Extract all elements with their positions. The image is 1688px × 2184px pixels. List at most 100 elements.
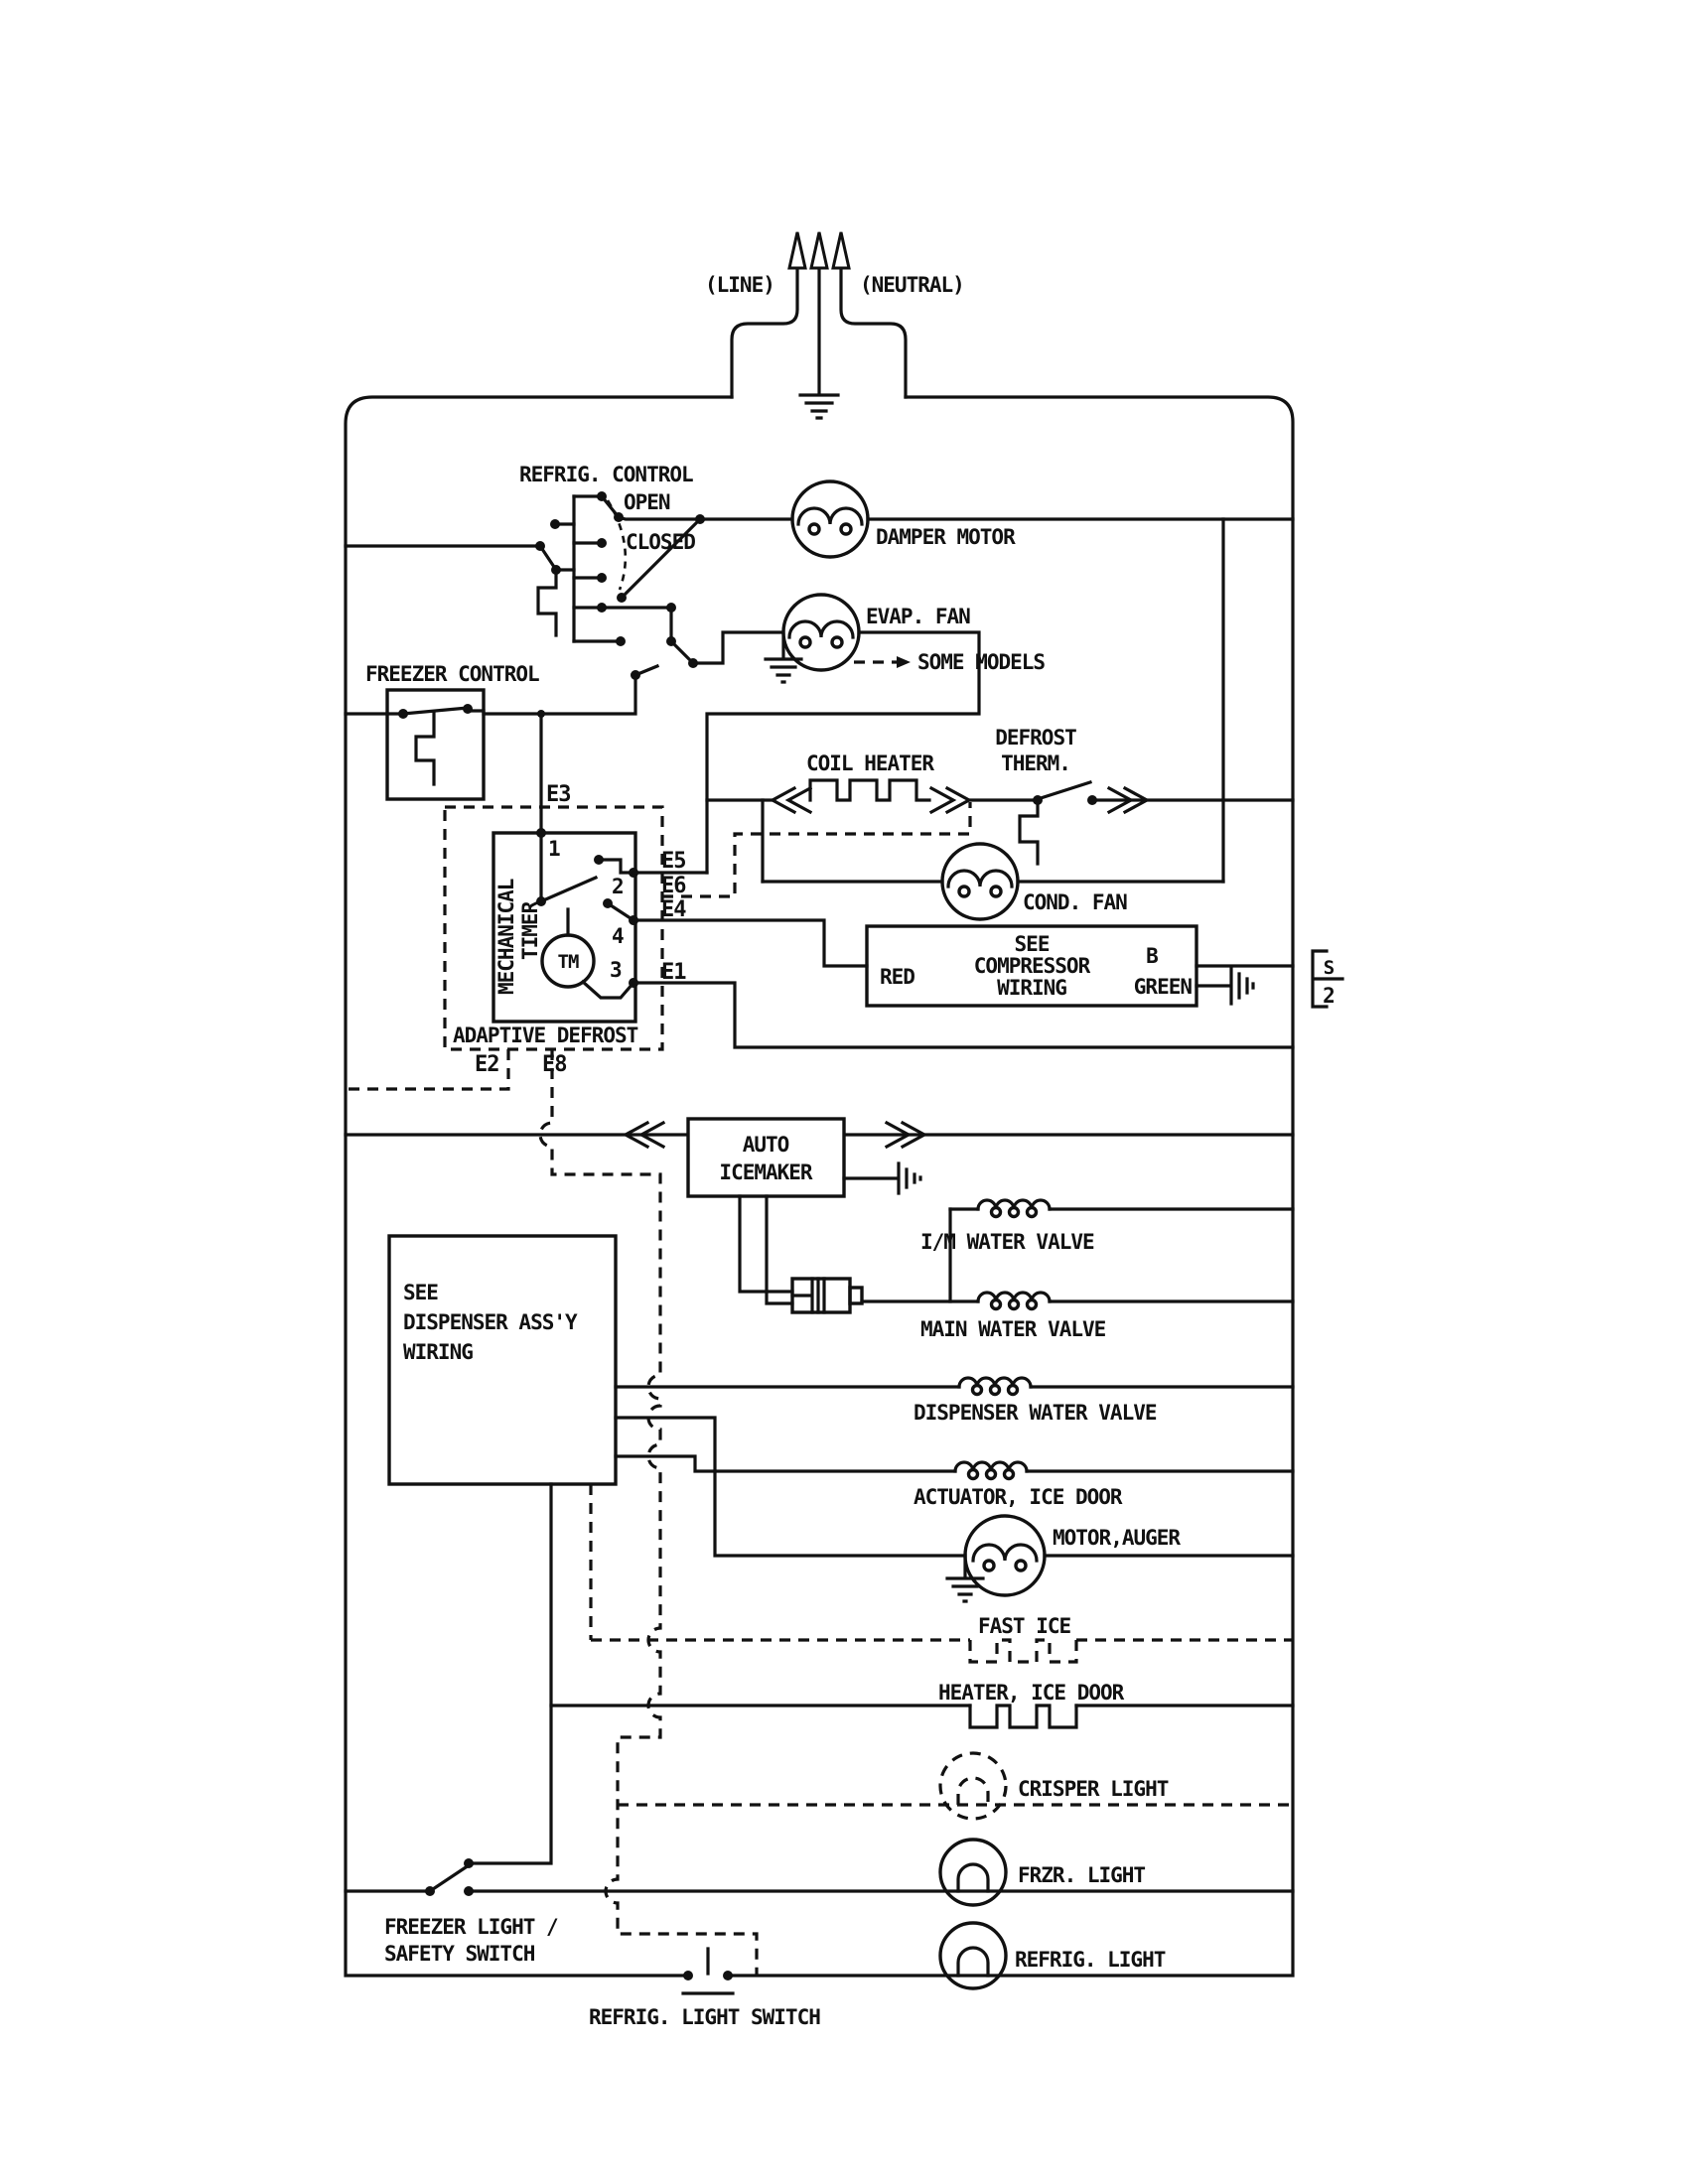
freezer-light-switch-label1: FREEZER LIGHT / [384, 1915, 558, 1939]
e4-wire [632, 918, 869, 968]
refrig-light-switch-symbol [681, 1947, 735, 1995]
auto-icemaker: AUTO ICEMAKER [344, 1117, 1295, 1305]
compressor-box: SEE COMPRESSOR WIRING RED B GREEN [865, 924, 1295, 1008]
compressor-label3: WIRING [997, 976, 1066, 1000]
evap-fan-feed [691, 630, 785, 665]
terminal-2-label: 2 [612, 875, 624, 898]
e8-wire [538, 1049, 759, 1976]
e6-label: E6 [661, 874, 686, 898]
refrig-control-label: REFRIG. CONTROL [519, 463, 693, 486]
e3-label: E3 [546, 782, 571, 807]
neutral-wire [839, 266, 908, 399]
outer-border [344, 395, 1295, 1978]
ground-symbol-main [798, 393, 840, 420]
ground-symbol-icemaker [897, 1161, 922, 1195]
defrost-therm-label1: DEFROST [995, 726, 1076, 750]
refrig-light-symbol [938, 1921, 1008, 1990]
refrig-filament [956, 1946, 990, 1978]
ice-door-heater-element [968, 1704, 1078, 1729]
freezer-control: FREEZER CONTROL [344, 662, 637, 801]
refrig-light-switch-label: REFRIG. LIGHT SWITCH [589, 2005, 820, 2029]
defrost-therm-sensor [1018, 798, 1040, 866]
crisper-light: CRISPER LIGHT [618, 1751, 1293, 1821]
dispenser-box-label1: SEE [403, 1281, 438, 1304]
compressor-label2: COMPRESSOR [974, 954, 1091, 978]
closed-contact-arm [619, 516, 703, 601]
water-valve-circuits: I/M WATER VALVE MAIN WATER VALVE DISPENS… [614, 1198, 1295, 1509]
cond-fan: COND. FAN [761, 842, 1225, 921]
e2-wire [346, 1049, 510, 1091]
ground-symbol-compressor [1229, 966, 1255, 1006]
e1-label: E1 [661, 960, 686, 985]
line-arrow-icon [787, 231, 807, 270]
freezer-light-switch-label2: SAFETY SWITCH [384, 1942, 535, 1966]
tm-label: TM [558, 951, 579, 973]
page-marker-top: S [1324, 957, 1335, 979]
terminal-4-label: 4 [612, 924, 624, 948]
damper-motor-label: DAMPER MOTOR [876, 525, 1016, 549]
im-water-valve-label: I/M WATER VALVE [920, 1230, 1094, 1254]
neutral-label: (NEUTRAL) [860, 273, 964, 297]
coil-heater-element [808, 778, 931, 802]
e8-label: E8 [542, 1052, 567, 1077]
damper-motor: DAMPER MOTOR [617, 479, 1295, 559]
e5-label: E5 [661, 849, 686, 874]
dispenser-assy-box: SEE DISPENSER ASS'Y WIRING [387, 1234, 618, 1865]
connector-chevron-right-icon [928, 785, 973, 815]
fast-ice-heater-element [968, 1638, 1078, 1664]
ground-symbol-auger [945, 1576, 985, 1603]
crisper-light-label: CRISPER LIGHT [1018, 1777, 1169, 1801]
freezer-light-circuit: FRZR. LIGHT FREEZER LIGHT / SAFETY SWITC… [344, 1838, 1295, 1966]
icemaker-outputs [738, 1194, 794, 1305]
actuator-ice-door-label: ACTUATOR, ICE DOOR [914, 1485, 1123, 1509]
motor-auger: MOTOR,AUGER [614, 1416, 1295, 1603]
compressor-label1: SEE [1015, 932, 1050, 956]
e1-wire [632, 981, 1295, 1049]
defrost-therm-label2: THERM. [1001, 751, 1070, 775]
some-models-legend: SOME MODELS [854, 650, 1046, 674]
switch-travel-arc [606, 499, 628, 591]
e6-wire [662, 802, 972, 898]
frzr-light-label: FRZR. LIGHT [1018, 1863, 1145, 1887]
icemaker-label2: ICEMAKER [719, 1160, 813, 1184]
damper-motor-symbol [790, 479, 870, 559]
freezer-control-label: FREEZER CONTROL [365, 662, 539, 686]
neutral-arrow-icon [831, 231, 851, 270]
page-marker-bottom: 2 [1323, 984, 1335, 1008]
terminal-3-label: 3 [610, 958, 622, 982]
refrig-thermostat-sensor [536, 568, 558, 637]
dispenser-output-solid [467, 1482, 553, 1865]
refrig-control: REFRIG. CONTROL OPEN CLOSED [344, 463, 785, 680]
cond-fan-symbol [940, 842, 1020, 921]
heater-ice-door: HEATER, ICE DOOR [549, 1681, 1295, 1729]
defrost-circuit: COIL HEATER DEFROST THERM. [537, 517, 1295, 884]
power-entry: (LINE) (NEUTRAL) [705, 231, 965, 420]
dispenser-box-label2: DISPENSER ASS'Y [403, 1310, 578, 1334]
page-marker: S 2 [1311, 949, 1344, 1009]
line-wire [730, 266, 799, 399]
motor-auger-label: MOTOR,AUGER [1053, 1526, 1181, 1550]
inline-connector [790, 1277, 864, 1314]
connector-chevron-out-icon [1106, 785, 1151, 815]
timer-name-label2: TIMER [518, 900, 542, 960]
ground-arrow-icon [809, 231, 829, 270]
frzr-light-symbol [938, 1838, 1008, 1907]
heater-ice-door-label: HEATER, ICE DOOR [938, 1681, 1125, 1705]
icemaker-chevron-left-icon [622, 1120, 666, 1150]
adaptive-defrost: MECHANICAL TIMER TM 1 2 4 3 ADAPTIVE DEF… [346, 782, 1295, 1976]
main-water-valve-label: MAIN WATER VALVE [920, 1317, 1106, 1341]
e4-label: E4 [661, 897, 686, 922]
legend-dash-end [897, 656, 911, 668]
e2-label: E2 [475, 1052, 499, 1077]
defrost-therm-arm [1038, 779, 1093, 801]
evap-fan-label: EVAP. FAN [866, 605, 970, 628]
refrig-light-label: REFRIG. LIGHT [1015, 1948, 1166, 1972]
timer-name-label1: MECHANICAL [494, 879, 518, 995]
crisper-light-symbol [938, 1751, 1008, 1821]
some-models-label: SOME MODELS [917, 650, 1045, 674]
connector-chevron-left-icon [769, 785, 813, 815]
mechanical-timer-box [492, 831, 637, 1024]
cond-fan-label: COND. FAN [1023, 890, 1127, 914]
